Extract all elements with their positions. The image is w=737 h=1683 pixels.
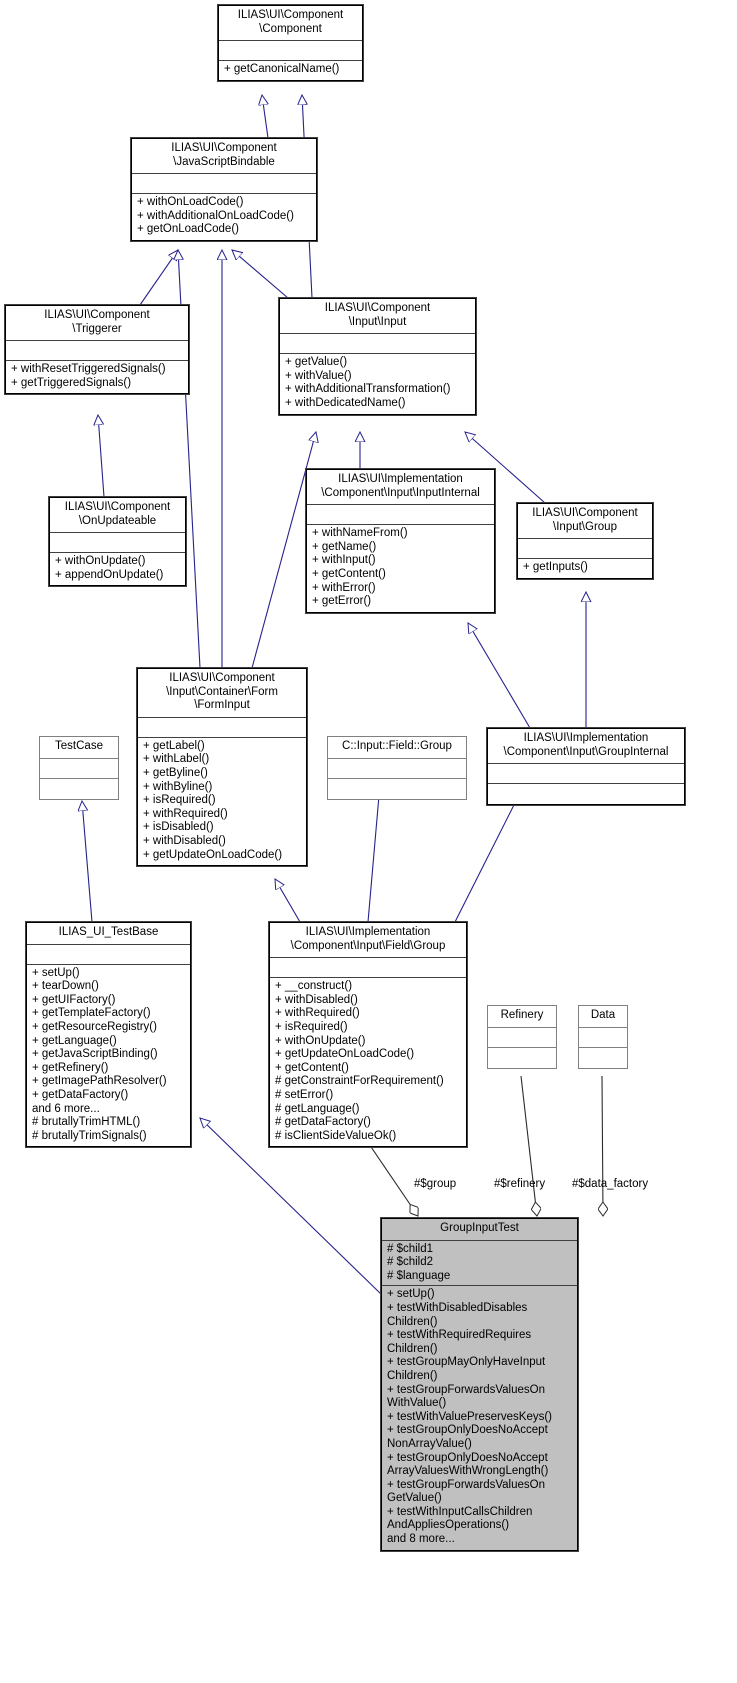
class-attributes: [488, 1028, 556, 1048]
class-title: ILIAS\UI\Component \OnUpdateable: [50, 498, 185, 534]
class-title: GroupInputTest: [382, 1219, 577, 1241]
class-operations: [40, 779, 118, 799]
class-attributes: [27, 945, 190, 965]
edge-label-data-factory: #$data_factory: [572, 1178, 649, 1190]
class-box-groupinputtest[interactable]: GroupInputTest # $child1 # $child2 # $la…: [380, 1217, 579, 1552]
class-box-component-input-group[interactable]: ILIAS\UI\Component \Input\Group + getInp…: [516, 502, 654, 580]
class-operations: + setUp() + tearDown() + getUIFactory() …: [32, 966, 167, 1142]
class-operations: + getLabel() + withLabel() + getByline()…: [143, 739, 283, 861]
class-box-testcase[interactable]: TestCase: [39, 736, 119, 800]
class-attributes: [219, 41, 362, 62]
class-title: ILIAS\UI\Implementation \Component\Input…: [270, 923, 466, 959]
class-box-ilias-ui-testbase[interactable]: ILIAS_UI_TestBase + setUp() + tearDown()…: [25, 920, 192, 1149]
class-attributes: [307, 505, 494, 526]
class-attributes: [138, 718, 306, 738]
class-attributes: [579, 1028, 627, 1048]
class-attributes: [488, 764, 684, 785]
class-box-inputinternal[interactable]: ILIAS\UI\Implementation \Component\Input…: [305, 468, 496, 614]
class-box-javascriptbindable[interactable]: ILIAS\UI\Component \JavaScriptBindable +…: [130, 137, 318, 242]
class-operations: + getInputs(): [523, 561, 588, 574]
class-box-triggerer[interactable]: ILIAS\UI\Component \Triggerer + withRese…: [4, 303, 190, 396]
class-attributes: # $child1 # $child2 # $language: [382, 1241, 577, 1287]
class-title: ILIAS\UI\Component \Input\Container\Form…: [138, 669, 306, 718]
class-operations: + __construct() + withDisabled() + withR…: [275, 980, 444, 1142]
class-operations: [488, 1048, 556, 1068]
class-title: Data: [579, 1006, 627, 1028]
class-title: ILIAS_UI_TestBase: [27, 923, 190, 945]
class-attributes: [280, 334, 475, 355]
class-box-c-input-field-group[interactable]: C::Input::Field::Group: [327, 736, 467, 800]
class-box-groupinternal[interactable]: ILIAS\UI\Implementation \Component\Input…: [486, 726, 686, 807]
class-operations: [488, 784, 684, 804]
class-box-data[interactable]: Data: [578, 1005, 628, 1069]
class-title: ILIAS\UI\Implementation \Component\Input…: [307, 470, 494, 506]
class-operations: + getValue() + withValue() + withAdditio…: [285, 356, 451, 409]
class-operations: + withOnLoadCode() + withAdditionalOnLoa…: [137, 196, 294, 236]
class-operations: + withResetTriggeredSignals() + getTrigg…: [11, 363, 166, 389]
class-title: ILIAS\UI\Component \Input\Group: [518, 504, 652, 540]
class-box-forminput[interactable]: ILIAS\UI\Component \Input\Container\Form…: [136, 666, 308, 868]
class-operations: [579, 1048, 627, 1068]
class-title: ILIAS\UI\Component \Input\Input: [280, 299, 475, 335]
class-box-component[interactable]: ILIAS\UI\Component \Component + getCanon…: [217, 4, 364, 82]
class-attributes: [6, 341, 188, 362]
class-box-refinery[interactable]: Refinery: [487, 1005, 557, 1069]
class-title: ILIAS\UI\Component \JavaScriptBindable: [132, 139, 316, 175]
class-operations: + withOnUpdate() + appendOnUpdate(): [55, 555, 164, 581]
class-title: TestCase: [40, 737, 118, 759]
class-operations: + withNameFrom() + getName() + withInput…: [312, 527, 408, 608]
class-operations: + setUp() + testWithDisabledDisables Chi…: [387, 1288, 552, 1546]
class-title: C::Input::Field::Group: [328, 737, 466, 759]
class-title: ILIAS\UI\Component \Triggerer: [6, 306, 188, 342]
class-box-field-group[interactable]: ILIAS\UI\Implementation \Component\Input…: [268, 920, 468, 1149]
class-operations: [328, 779, 466, 799]
class-attributes: [328, 759, 466, 779]
class-operations: + getCanonicalName(): [224, 63, 340, 76]
edge-label-group: #$group: [414, 1178, 457, 1190]
class-title: Refinery: [488, 1006, 556, 1028]
class-attributes: [50, 533, 185, 554]
class-title: ILIAS\UI\Component \Component: [219, 6, 362, 42]
class-title: ILIAS\UI\Implementation \Component\Input…: [488, 729, 684, 765]
class-attributes: [518, 539, 652, 560]
class-box-onupdateable[interactable]: ILIAS\UI\Component \OnUpdateable + withO…: [48, 495, 187, 588]
class-attributes: [132, 174, 316, 195]
class-box-input[interactable]: ILIAS\UI\Component \Input\Input + getVal…: [278, 297, 477, 416]
edge-label-refinery: #$refinery: [494, 1178, 546, 1190]
class-attributes: [40, 759, 118, 779]
class-attributes: [270, 958, 466, 979]
